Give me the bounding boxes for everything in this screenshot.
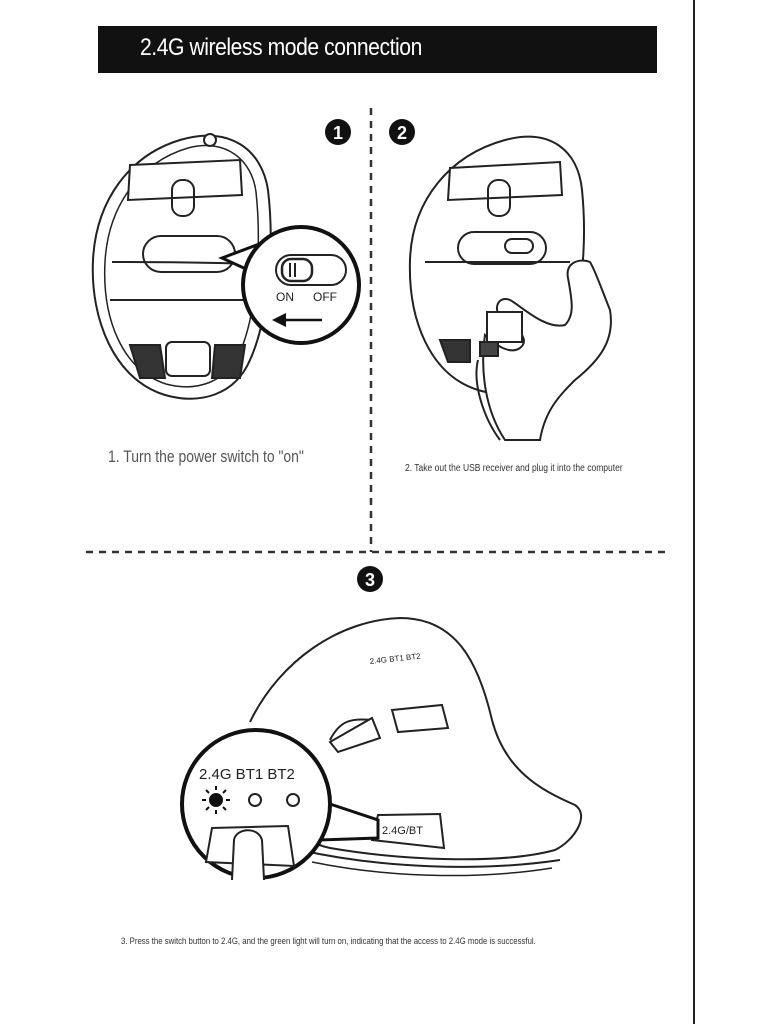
step-3-caption: 3. Press the switch button to 2.4G, and … [121, 936, 536, 947]
step-3-number: 3 [365, 570, 375, 590]
page-title: 2.4G wireless mode connection [140, 34, 422, 61]
mode-button-callout: 2.4G BT1 BT2 [180, 728, 380, 881]
callout-mode-labels: 2.4G BT1 BT2 [199, 766, 295, 783]
switch-on-label: ON [276, 290, 294, 304]
power-switch-callout: ON OFF [218, 225, 361, 345]
led-off-icon [248, 793, 262, 807]
step-1-badge: 1 [325, 119, 351, 145]
step-1-caption: 1. Turn the power switch to "on" [108, 447, 304, 466]
step-2-caption: 2. Take out the USB receiver and plug it… [405, 463, 623, 474]
title-bar [98, 26, 657, 73]
led-off-icon [286, 793, 300, 807]
switch-off-label: OFF [313, 290, 337, 304]
finger-icon [231, 829, 265, 881]
step-3-badge: 3 [357, 566, 383, 592]
mouse-side-illustration: 2.4G/BT 2.4G BT1 BT2 [249, 616, 582, 877]
step-2-badge: 2 [389, 119, 415, 145]
mouse-mode-labels: 2.4G BT1 BT2 [369, 652, 421, 666]
lit-led-icon [202, 786, 230, 814]
hand-with-usb-receiver-icon [475, 259, 612, 441]
step-2-number: 2 [397, 123, 407, 143]
mouse-button-label: 2.4G/BT [382, 825, 423, 837]
step-1-number: 1 [333, 123, 343, 143]
